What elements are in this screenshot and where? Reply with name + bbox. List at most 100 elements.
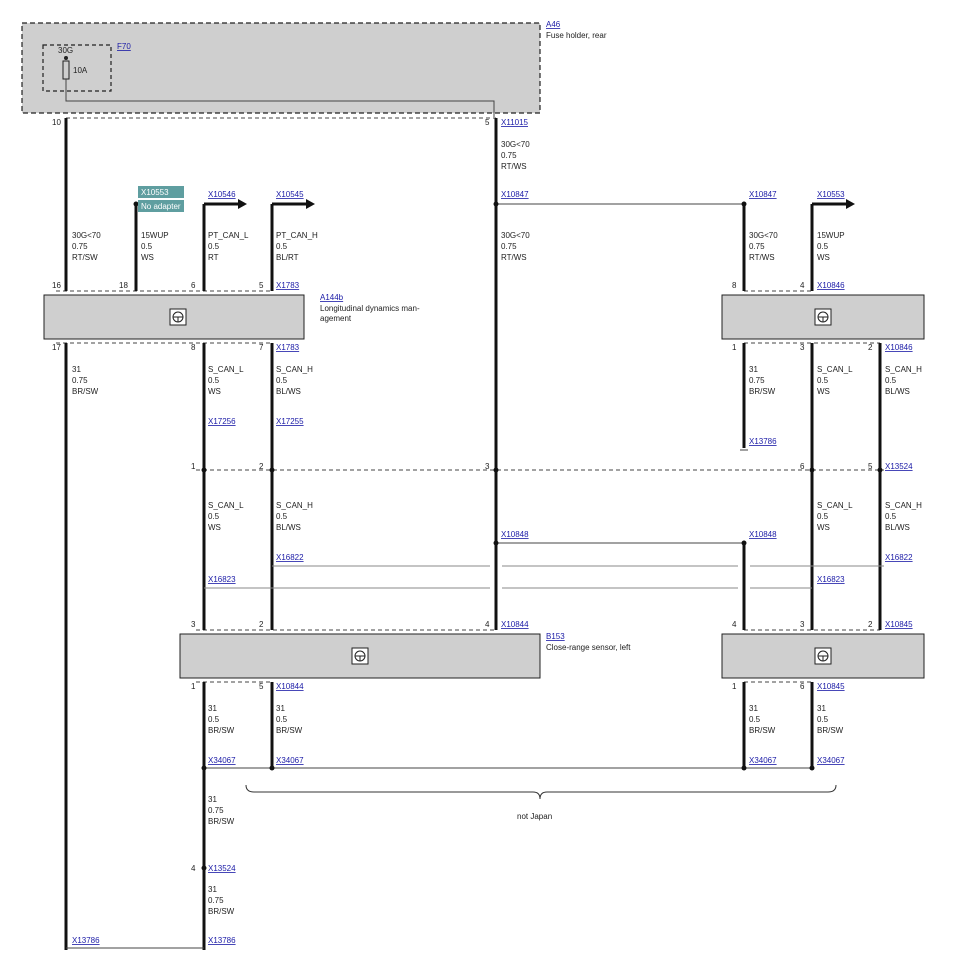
conn-x34067-c[interactable]: X34067 bbox=[749, 756, 777, 765]
conn-x10848-left[interactable]: X10848 bbox=[501, 530, 529, 539]
conn-x10845-bottom[interactable]: X10845 bbox=[817, 682, 845, 691]
pin-label: 3 bbox=[800, 343, 805, 352]
pin-label: 2 bbox=[259, 462, 264, 471]
conn-x17256[interactable]: X17256 bbox=[208, 417, 236, 426]
svg-text:BL/WS: BL/WS bbox=[885, 523, 910, 532]
svg-text:0.5: 0.5 bbox=[817, 715, 829, 724]
pin-label: 2 bbox=[868, 343, 873, 352]
conn-x10844-top[interactable]: X10844 bbox=[501, 620, 529, 629]
conn-x10553[interactable]: X10553 bbox=[817, 190, 845, 199]
pin-label: 6 bbox=[800, 682, 805, 691]
conn-x13786-mid[interactable]: X13786 bbox=[208, 936, 236, 945]
svg-text:S_CAN_H: S_CAN_H bbox=[885, 501, 922, 510]
pin-label: 2 bbox=[259, 620, 264, 629]
conn-x10546[interactable]: X10546 bbox=[208, 190, 236, 199]
svg-text:RT/WS: RT/WS bbox=[501, 162, 527, 171]
svg-text:RT: RT bbox=[208, 253, 219, 262]
svg-text:30G<70: 30G<70 bbox=[501, 140, 530, 149]
pin-label: 8 bbox=[191, 343, 196, 352]
f70-id[interactable]: F70 bbox=[117, 42, 131, 51]
junction-dots bbox=[133, 201, 883, 871]
not-japan-label: not Japan bbox=[517, 812, 552, 821]
svg-text:RT/WS: RT/WS bbox=[501, 253, 527, 262]
conn-x10847-left[interactable]: X10847 bbox=[501, 190, 529, 199]
x10553-tag-id[interactable]: X10553 bbox=[141, 188, 169, 197]
a46-id[interactable]: A46 bbox=[546, 20, 561, 29]
wire-label-right-sensor-ground-1: 310.5BR/SW bbox=[749, 704, 776, 735]
svg-text:0.75: 0.75 bbox=[208, 896, 224, 905]
a144b-desc-line1: Longitudinal dynamics man- bbox=[320, 304, 420, 313]
arrow-head-icon bbox=[238, 199, 247, 209]
svg-text:WS: WS bbox=[141, 253, 154, 262]
svg-text:31: 31 bbox=[208, 704, 217, 713]
pin-label: 1 bbox=[732, 682, 737, 691]
svg-text:31: 31 bbox=[749, 704, 758, 713]
svg-text:RT/SW: RT/SW bbox=[72, 253, 98, 262]
conn-x17255[interactable]: X17255 bbox=[276, 417, 304, 426]
x10553-tag-id-bg bbox=[138, 186, 184, 198]
f70-terminal: 30G bbox=[58, 46, 73, 55]
svg-text:BR/SW: BR/SW bbox=[72, 387, 99, 396]
pin-label: 3 bbox=[485, 462, 490, 471]
conn-x1783-bottom[interactable]: X1783 bbox=[276, 343, 300, 352]
svg-text:0.75: 0.75 bbox=[501, 242, 517, 251]
conn-x10846-bottom[interactable]: X10846 bbox=[885, 343, 913, 352]
conn-x13524-splice[interactable]: X13524 bbox=[885, 462, 913, 471]
b153-desc: Close-range sensor, left bbox=[546, 643, 631, 652]
b153-id[interactable]: B153 bbox=[546, 632, 565, 641]
conn-x16822-left[interactable]: X16822 bbox=[276, 553, 304, 562]
svg-text:BR/SW: BR/SW bbox=[276, 726, 303, 735]
pin-label: 1 bbox=[191, 682, 196, 691]
svg-text:0.5: 0.5 bbox=[817, 512, 829, 521]
svg-text:S_CAN_L: S_CAN_L bbox=[817, 365, 853, 374]
wire-label-pt-can-l: PT_CAN_L0.5RT bbox=[208, 231, 249, 262]
svg-text:0.75: 0.75 bbox=[72, 376, 88, 385]
svg-text:BR/SW: BR/SW bbox=[749, 726, 776, 735]
conn-x34067-b[interactable]: X34067 bbox=[276, 756, 304, 765]
a144b-id[interactable]: A144b bbox=[320, 293, 344, 302]
conn-x16822-right[interactable]: X16822 bbox=[885, 553, 913, 562]
svg-text:0.75: 0.75 bbox=[749, 376, 765, 385]
pin-label: 6 bbox=[191, 281, 196, 290]
svg-text:0.5: 0.5 bbox=[208, 512, 220, 521]
svg-text:0.5: 0.5 bbox=[817, 376, 829, 385]
conn-x10846-top[interactable]: X10846 bbox=[817, 281, 845, 290]
svg-text:S_CAN_L: S_CAN_L bbox=[208, 501, 244, 510]
pin-label: 4 bbox=[191, 864, 196, 873]
conn-x16823-right[interactable]: X16823 bbox=[817, 575, 845, 584]
conn-x13786-right[interactable]: X13786 bbox=[749, 437, 777, 446]
conn-x1783-top[interactable]: X1783 bbox=[276, 281, 300, 290]
svg-text:PT_CAN_H: PT_CAN_H bbox=[276, 231, 318, 240]
conn-x13524-bottom[interactable]: X13524 bbox=[208, 864, 236, 873]
conn-x16823-left[interactable]: X16823 bbox=[208, 575, 236, 584]
wire-label-s-can-l-1: S_CAN_L0.5WS bbox=[208, 365, 244, 396]
wire-label-pt-can-h: PT_CAN_H0.5BL/RT bbox=[276, 231, 318, 262]
svg-text:BR/SW: BR/SW bbox=[208, 726, 235, 735]
svg-text:15WUP: 15WUP bbox=[141, 231, 169, 240]
conn-x10844-bottom[interactable]: X10844 bbox=[276, 682, 304, 691]
conn-x10845-top[interactable]: X10845 bbox=[885, 620, 913, 629]
x10553-tag-text: No adapter bbox=[141, 202, 181, 211]
svg-text:BR/SW: BR/SW bbox=[208, 817, 235, 826]
pin-label: 7 bbox=[259, 343, 264, 352]
conn-x10848-right[interactable]: X10848 bbox=[749, 530, 777, 539]
a46-desc: Fuse holder, rear bbox=[546, 31, 607, 40]
conn-x34067-a[interactable]: X34067 bbox=[208, 756, 236, 765]
svg-text:0.5: 0.5 bbox=[276, 376, 288, 385]
conn-x10545[interactable]: X10545 bbox=[276, 190, 304, 199]
pin-label: 5 bbox=[259, 682, 264, 691]
conn-x11015[interactable]: X11015 bbox=[501, 118, 529, 127]
conn-x13786-left[interactable]: X13786 bbox=[72, 936, 100, 945]
pin-label: 18 bbox=[119, 281, 128, 290]
not-japan-bracket bbox=[245, 784, 837, 800]
pin-label: 6 bbox=[800, 462, 805, 471]
svg-text:S_CAN_L: S_CAN_L bbox=[817, 501, 853, 510]
conn-x10847-right[interactable]: X10847 bbox=[749, 190, 777, 199]
conn-x34067-d[interactable]: X34067 bbox=[817, 756, 845, 765]
